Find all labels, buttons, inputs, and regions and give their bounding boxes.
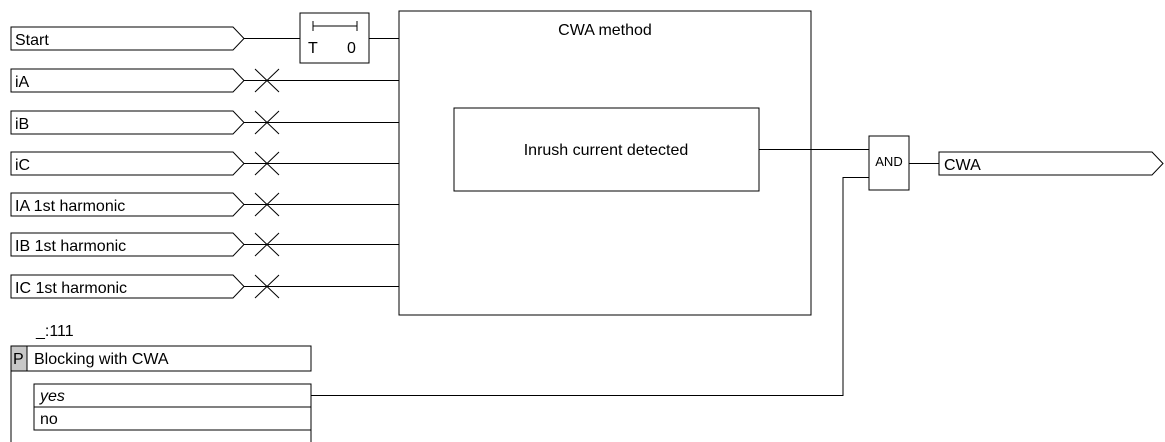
timer-t-label: T <box>308 40 318 57</box>
cwa-method-title: CWA method <box>558 22 652 39</box>
inrush-detected-label: Inrush current detected <box>524 142 689 159</box>
parameter-blocking-with-cwa: P Blocking with CWA yes no <box>10 345 312 442</box>
parameter-marker-label: P <box>13 351 24 368</box>
input-label-ic: iC <box>15 157 30 174</box>
input-ib-1st-harmonic: IB 1st harmonic <box>10 232 245 257</box>
inrush-detected-box <box>453 107 760 192</box>
option-no[interactable]: no <box>33 406 312 431</box>
and-gate-label: AND <box>875 154 902 169</box>
input-ib: iB <box>10 110 245 135</box>
parameter-address: _:111 <box>35 323 74 340</box>
input-label-ic-harmonic: IC 1st harmonic <box>15 280 127 297</box>
input-ia-1st-harmonic: IA 1st harmonic <box>10 192 245 217</box>
and-gate: AND <box>868 135 910 191</box>
input-label-ib: iB <box>15 116 29 133</box>
output-label-cwa: CWA <box>944 157 981 174</box>
output-cwa: CWA <box>938 151 1164 176</box>
cross-marks <box>254 68 280 299</box>
input-label-start: Start <box>15 32 49 49</box>
option-yes[interactable]: yes <box>33 383 312 408</box>
input-start: Start <box>10 26 245 51</box>
cwa-method-block: CWA method Inrush current detected <box>398 10 812 316</box>
input-ic: iC <box>10 151 245 176</box>
input-label-ib-harmonic: IB 1st harmonic <box>15 238 126 255</box>
timer-block: T 0 <box>299 12 370 64</box>
input-ia: iA <box>10 68 245 93</box>
input-ic-1st-harmonic: IC 1st harmonic <box>10 274 245 299</box>
option-yes-label: yes <box>39 388 65 405</box>
input-label-ia-harmonic: IA 1st harmonic <box>15 198 125 215</box>
timer-zero-label: 0 <box>347 40 356 57</box>
input-wires <box>244 80 399 287</box>
option-no-label: no <box>40 411 58 428</box>
parameter-title: Blocking with CWA <box>34 351 169 368</box>
blocking-wire <box>311 177 869 396</box>
input-label-ia: iA <box>15 74 30 91</box>
